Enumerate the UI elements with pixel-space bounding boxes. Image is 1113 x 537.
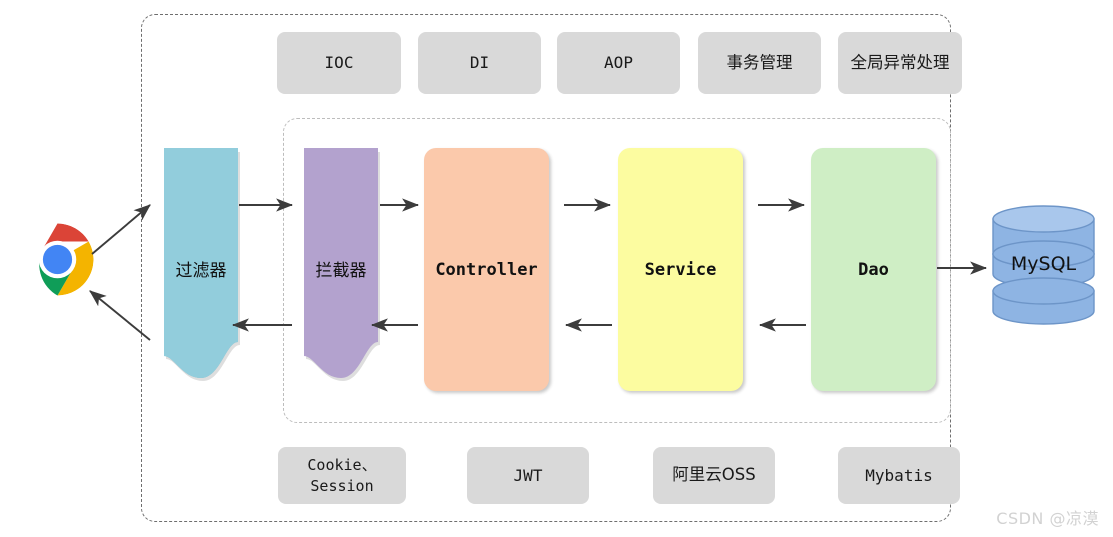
web-layer-boundary — [283, 118, 951, 423]
database-mysql[interactable]: MySQL — [990, 203, 1097, 327]
database-mysql-label: MySQL — [1010, 253, 1077, 275]
watermark: CSDN @凉漠 — [996, 509, 1099, 528]
pipeline-controller[interactable]: Controller — [424, 148, 549, 391]
pipeline-dao[interactable]: Dao — [811, 148, 936, 391]
feature-chip-mybatis[interactable]: Mybatis — [838, 447, 960, 504]
feature-chip-aop[interactable]: AOP — [557, 32, 680, 94]
feature-chip-global-exception-handling[interactable]: 全局异常处理 — [838, 32, 962, 94]
pipeline-interceptor-label: 拦截器 — [315, 261, 367, 281]
feature-chip-jwt[interactable]: JWT — [467, 447, 589, 504]
chrome-icon — [20, 222, 95, 297]
feature-chip-ioc[interactable]: IOC — [277, 32, 401, 94]
feature-chip-aliyun-oss[interactable]: 阿里云OSS — [653, 447, 775, 504]
feature-chip-transaction-management[interactable]: 事务管理 — [698, 32, 821, 94]
pipeline-service[interactable]: Service — [618, 148, 743, 391]
pipeline-filter[interactable]: 过滤器 — [160, 146, 242, 388]
pipeline-filter-label: 过滤器 — [175, 261, 227, 281]
feature-chip-cookie-session[interactable]: Cookie、 Session — [278, 447, 406, 504]
feature-chip-di[interactable]: DI — [418, 32, 541, 94]
pipeline-interceptor[interactable]: 拦截器 — [300, 146, 382, 388]
